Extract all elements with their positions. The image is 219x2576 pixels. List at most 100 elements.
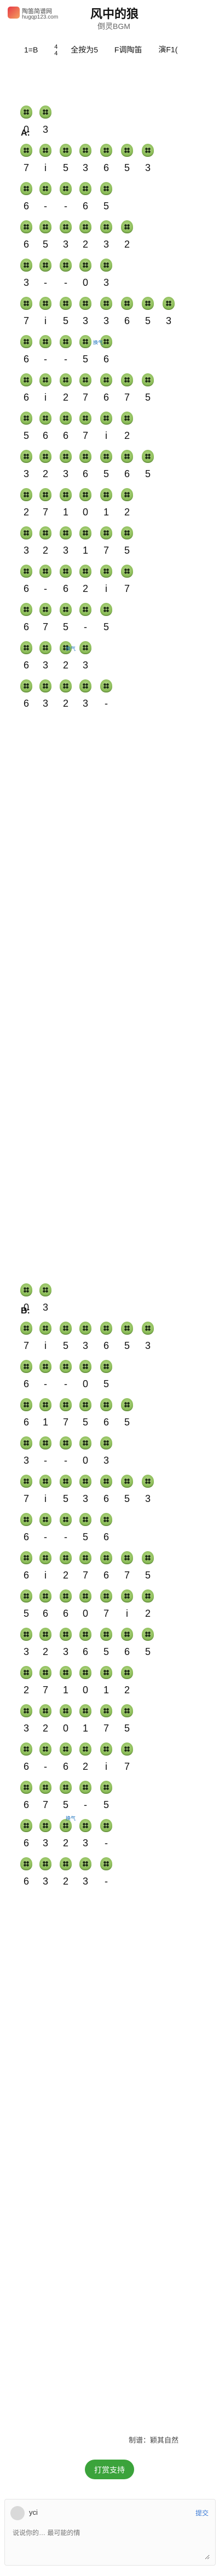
ocarina-fingering-icon — [39, 182, 51, 195]
ocarina-fingering-icon — [20, 526, 32, 539]
note: 0 — [62, 1723, 68, 1734]
ocarina-fingering-icon — [79, 1513, 91, 1526]
comment-submit-link[interactable]: 提交 — [195, 2509, 209, 2517]
ocarina-fingering-icon — [20, 1436, 32, 1450]
note: 6 — [62, 430, 68, 441]
ocarina-fingering-icon — [100, 1475, 112, 1488]
site-url[interactable]: hugqp123.com — [22, 14, 59, 20]
ocarina-fingering-icon — [60, 259, 72, 272]
note: i — [44, 1570, 47, 1581]
ocarina-fingering-icon — [39, 297, 51, 310]
ocarina-fingering-icon — [20, 182, 32, 195]
note: - — [64, 277, 67, 288]
ocarina-fingering-icon — [20, 1360, 32, 1373]
note: 6 — [23, 1570, 29, 1581]
ocarina-fingering-icon — [79, 1666, 91, 1679]
note: 5 — [124, 1340, 130, 1351]
note: 5 — [103, 1646, 109, 1657]
site-logo-icon[interactable] — [8, 7, 20, 19]
ocarina-fingering-icon — [79, 1819, 91, 1832]
note: 7 — [82, 392, 88, 403]
ocarina-fingering-icon — [121, 373, 133, 386]
ocarina-fingering-icon — [60, 144, 72, 157]
ocarina-fingering-icon — [142, 1589, 154, 1603]
ocarina-fingering-icon — [100, 1398, 112, 1411]
key-signature: 1=B — [24, 45, 38, 54]
note: 1 — [82, 1723, 88, 1734]
ocarina-fingering-icon — [39, 1360, 51, 1373]
note: 7 — [23, 315, 29, 326]
ocarina-fingering-icon — [79, 1742, 91, 1756]
ocarina-fingering-icon — [20, 1513, 32, 1526]
ocarina-fingering-icon — [121, 1666, 133, 1679]
note: - — [84, 1799, 87, 1810]
ocarina-fingering-icon — [79, 182, 91, 195]
ocarina-fingering-icon — [39, 1398, 51, 1411]
note: 7 — [103, 1723, 109, 1734]
note: i — [126, 1608, 128, 1619]
ocarina-fingering-icon — [79, 1398, 91, 1411]
ocarina-fingering-icon — [100, 1513, 112, 1526]
note: 6 — [23, 239, 29, 250]
note: 5 — [23, 1608, 29, 1619]
ocarina-fingering-icon — [39, 603, 51, 616]
note: i — [44, 392, 47, 403]
ocarina-fingering-icon — [20, 1742, 32, 1756]
ocarina-fingering-icon — [20, 1819, 32, 1832]
ocarina-fingering-icon — [20, 220, 32, 233]
note: - — [44, 583, 47, 594]
ocarina-fingering-icon — [142, 144, 154, 157]
ocarina-fingering-icon — [60, 1513, 72, 1526]
note: 5 — [145, 392, 151, 403]
ocarina-fingering-icon — [79, 526, 91, 539]
ocarina-fingering-icon — [20, 603, 32, 616]
note: 3 — [42, 698, 48, 709]
ocarina-fingering-icon — [20, 641, 32, 654]
note: i — [105, 1761, 107, 1772]
ocarina-fingering-icon — [39, 1742, 51, 1756]
note: 5 — [23, 430, 29, 441]
ocarina-fingering-icon — [121, 1589, 133, 1603]
ocarina-fingering-icon — [79, 259, 91, 272]
note: 6 — [82, 1646, 88, 1657]
comment-input[interactable] — [11, 2527, 210, 2560]
note: 7 — [124, 1761, 130, 1772]
note: 2 — [62, 392, 68, 403]
note: 6 — [124, 468, 130, 479]
ocarina-fingering-icon — [39, 144, 51, 157]
note: 0 — [82, 507, 88, 518]
note: 3 — [145, 1340, 151, 1351]
note: 3 — [82, 315, 88, 326]
note: 6 — [23, 201, 29, 212]
note: 3 — [82, 698, 88, 709]
note: 3 — [23, 545, 29, 556]
note: 6 — [103, 1570, 109, 1581]
ocarina-fingering-icon — [20, 679, 32, 693]
ocarina-fingering-icon — [121, 450, 133, 463]
support-button[interactable]: 打赏支持 — [85, 2460, 134, 2479]
ocarina-fingering-icon — [20, 1551, 32, 1564]
ocarina-fingering-icon — [39, 259, 51, 272]
note: 2 — [62, 1838, 68, 1849]
ocarina-fingering-icon — [60, 373, 72, 386]
site-name[interactable]: 陶笛简谱网 — [22, 8, 52, 15]
note: 3 — [23, 1455, 29, 1466]
note: 7 — [103, 545, 109, 556]
ocarina-fingering-icon — [142, 1551, 154, 1564]
ocarina-fingering-icon — [60, 603, 72, 616]
